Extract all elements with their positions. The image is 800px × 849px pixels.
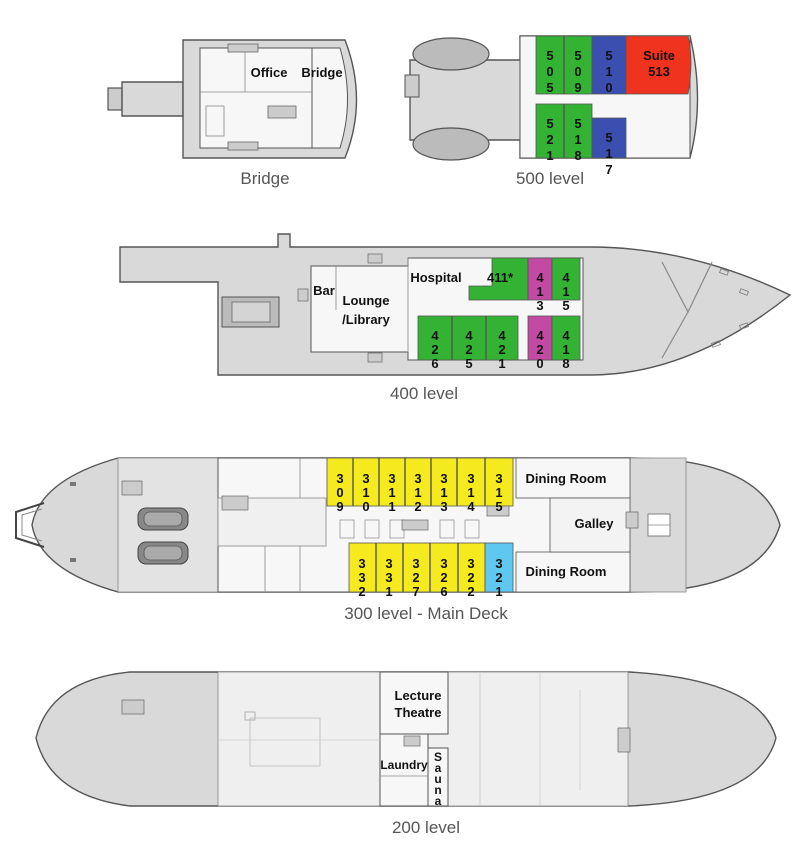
deck-400: Bar Lounge /Library Hospital 411* 400 le…: [119, 233, 792, 403]
cabin-411-label: 411*: [487, 270, 514, 285]
bridge-deck-label: Bridge: [240, 169, 289, 188]
bridge-room-label: Bridge: [301, 65, 342, 80]
suite-label-line1: Suite: [643, 48, 675, 63]
deck-300: Dining Room Galley Dining Room 300 level…: [15, 457, 781, 623]
suite-513: [625, 35, 692, 95]
hospital-label: Hospital: [410, 270, 461, 285]
lounge-label-line2: /Library: [342, 312, 390, 327]
lecture-label-line1: Lecture: [395, 688, 442, 703]
deck-200-label: 200 level: [392, 818, 460, 837]
deck-500: Suite 513 500 level: [404, 35, 699, 188]
dining-room-bottom-label: Dining Room: [526, 564, 607, 579]
lounge-label-line1: Lounge: [343, 293, 390, 308]
office-label: Office: [251, 65, 288, 80]
suite-label-line2: 513: [648, 64, 670, 79]
deck-300-label: 300 level - Main Deck: [344, 604, 508, 623]
bar-label: Bar: [313, 283, 335, 298]
bridge-deck: Office Bridge Bridge: [107, 39, 358, 188]
laundry-label: Laundry: [380, 758, 428, 772]
galley-label: Galley: [574, 516, 614, 531]
deck-500-label: 500 level: [516, 169, 584, 188]
lecture-label-line2: Theatre: [395, 705, 442, 720]
deck-400-label: 400 level: [390, 384, 458, 403]
dining-room-top-label: Dining Room: [526, 471, 607, 486]
